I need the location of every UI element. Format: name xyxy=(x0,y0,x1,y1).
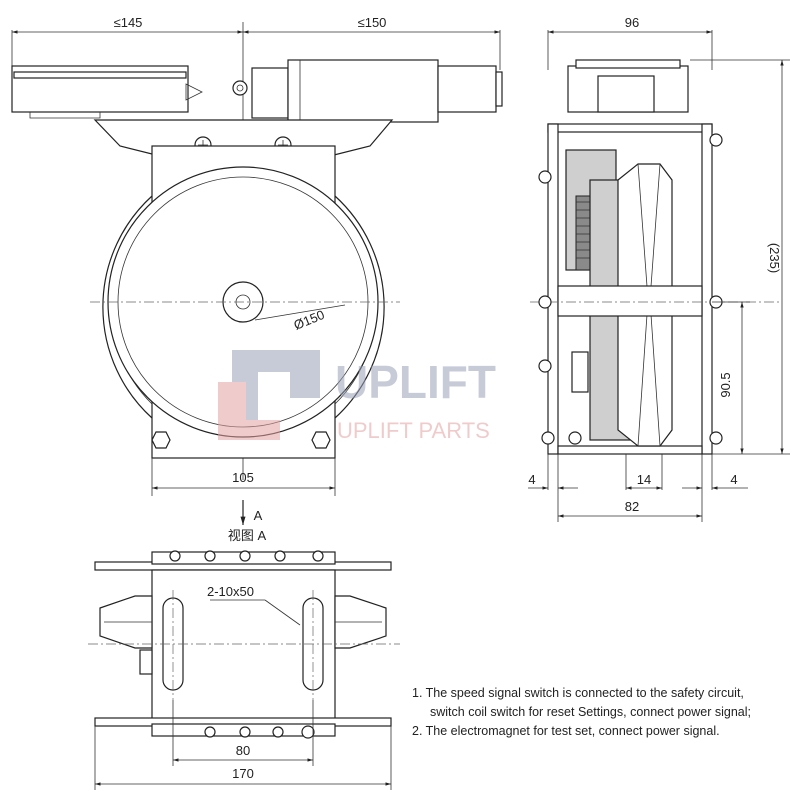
watermark-subtitle: UPLIFT PARTS xyxy=(337,418,490,443)
dim-side-width: 96 xyxy=(625,15,639,30)
dim-front-left: ≤145 xyxy=(114,15,143,30)
dim-front-width: 105 xyxy=(232,470,254,485)
note-line-1: 1. The speed signal switch is connected … xyxy=(412,686,744,700)
dim-side-bottom-width: 82 xyxy=(625,499,639,514)
dim-front-right: ≤150 xyxy=(358,15,387,30)
watermark: UPLIFT UPLIFT PARTS xyxy=(218,350,496,443)
dim-side-center: 14 xyxy=(637,472,651,487)
spring xyxy=(575,195,591,271)
view-arrow-letter: A xyxy=(254,508,263,523)
note-line-2: switch coil switch for reset Settings, c… xyxy=(430,705,751,719)
notes-block: 1. The speed signal switch is connected … xyxy=(412,684,796,741)
side-view: 96 (235) 90. xyxy=(528,15,790,522)
dim-bottom-overall: 170 xyxy=(232,766,254,781)
dim-side-axle-height: 90.5 xyxy=(718,372,733,397)
view-a-bottom: 2-10x50 80 170 xyxy=(88,550,400,790)
watermark-brand: UPLIFT xyxy=(335,356,496,408)
front-view: ≤145 ≤150 xyxy=(11,15,503,543)
view-a-label: 视图 A xyxy=(228,528,267,543)
dim-slot: 2-10x50 xyxy=(207,584,254,599)
dim-side-left-gap: 4 xyxy=(528,472,535,487)
note-line-3: 2. The electromagnet for test set, conne… xyxy=(412,724,720,738)
dim-side-height: (235) xyxy=(767,243,782,273)
dim-bottom-inner: 80 xyxy=(236,743,250,758)
dim-side-right-gap: 4 xyxy=(730,472,737,487)
